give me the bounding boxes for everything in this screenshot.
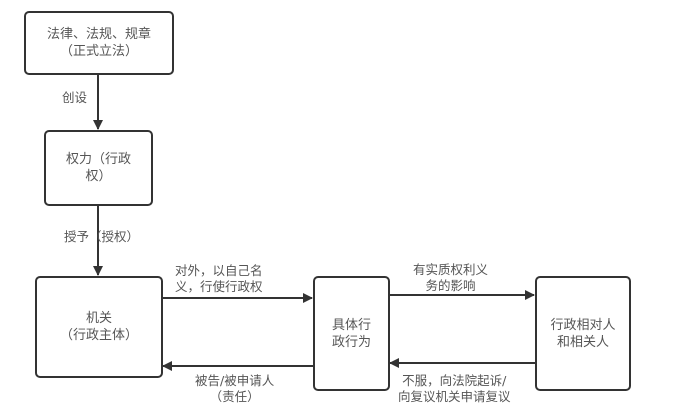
- label-exercise-line1: 对外，以自己名: [175, 263, 263, 278]
- node-counterpart-line2: 和相关人: [556, 334, 609, 350]
- node-act-line1: 具体行: [331, 317, 371, 333]
- node-counterpart: 行政相对人和相关人: [535, 276, 631, 391]
- label-affect-line2: 务的影响: [425, 278, 476, 293]
- label-create: 创设: [62, 90, 88, 105]
- label-defendant-line2: （责任）: [209, 389, 260, 404]
- label-defendant-line1: 被告/被申请人: [195, 373, 275, 388]
- node-agency-line1: 机关: [85, 311, 112, 326]
- label-exercise-line2: 义，行使行政权: [175, 279, 263, 294]
- node-power-line1: 权力（行政: [65, 152, 131, 167]
- node-act-line2: 政行为: [331, 334, 371, 350]
- node-agency: 机关 （行政主体）: [35, 276, 163, 378]
- node-law-line2: （正式立法）: [59, 44, 138, 59]
- node-power: 权力（行政权）: [44, 130, 153, 206]
- node-act: 具体行政行为: [313, 276, 390, 391]
- label-appeal-line2: 向复议机关申请复议: [398, 389, 511, 404]
- label-grant: 授予（授权）: [64, 229, 140, 244]
- label-affect: 有实质权利义 务的影响: [413, 262, 488, 294]
- node-law-line1: 法律、法规、规章: [46, 27, 151, 42]
- label-affect-line1: 有实质权利义: [413, 262, 489, 277]
- label-defendant: 被告/被申请人 （责任）: [195, 373, 274, 405]
- label-appeal: 不服，向法院起诉/ 向复议机关申请复议: [398, 373, 511, 405]
- node-agency-line2: （行政主体）: [59, 328, 138, 343]
- label-appeal-line1: 不服，向法院起诉/: [402, 373, 507, 388]
- node-power-line2: 权）: [85, 169, 112, 184]
- node-counterpart-line1: 行政相对人: [550, 317, 616, 333]
- node-law: 法律、法规、规章 （正式立法）: [24, 11, 174, 75]
- label-exercise: 对外，以自己名 义，行使行政权: [175, 263, 263, 295]
